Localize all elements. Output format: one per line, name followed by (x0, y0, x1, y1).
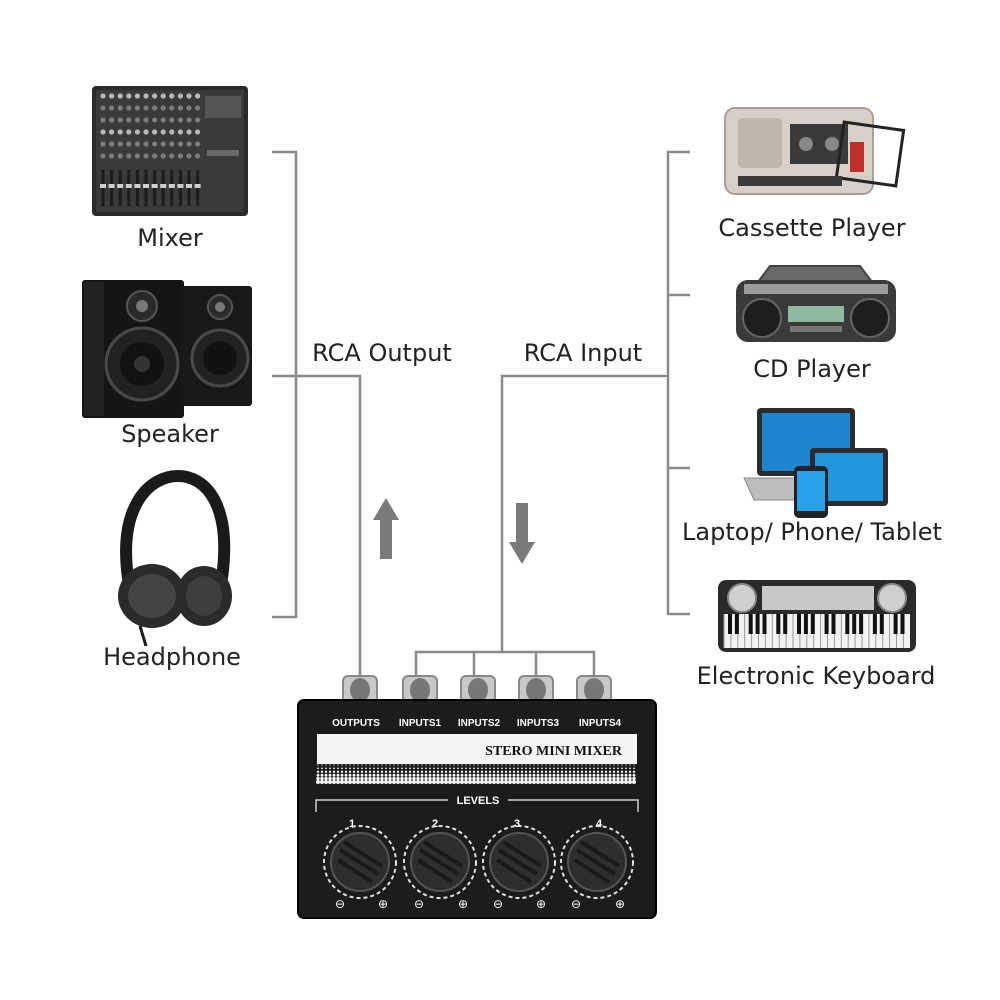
knob-number-4: 4 (596, 818, 603, 830)
port-label-inputs1: INPUTS1 (399, 718, 442, 729)
port-label-inputs4: INPUTS4 (579, 718, 622, 729)
port-label-outputs: OUTPUTS (332, 718, 380, 729)
input-connector-lines (414, 150, 690, 676)
minus-icon: ⊖ (414, 897, 424, 911)
rca-input-label: RCA Input (524, 339, 642, 367)
device-label-headphone: Headphone (103, 643, 241, 671)
speaker-icon (82, 280, 252, 418)
arrow-up-icon (373, 498, 399, 559)
rca-jack-input-2 (460, 675, 496, 705)
plus-icon: ⊕ (536, 897, 546, 911)
audio-mixer-icon (92, 86, 248, 216)
rca-jack-input-3 (518, 675, 554, 705)
port-label-inputs3: INPUTS3 (517, 718, 560, 729)
mixer-name-label: STERO MINI MIXER (485, 744, 623, 759)
knob-number-3: 3 (514, 818, 520, 830)
rca-output-label: RCA Output (312, 339, 452, 367)
level-knob-1[interactable] (323, 825, 397, 899)
laptop-phone-tablet-icon (743, 408, 888, 518)
minus-icon: ⊖ (335, 897, 345, 911)
device-label-speaker: Speaker (121, 420, 219, 448)
output-connector-lines (272, 150, 362, 676)
cd-player-icon (736, 265, 896, 342)
knob-number-2: 2 (432, 818, 438, 830)
plus-icon: ⊕ (378, 897, 388, 911)
device-label-electronic-keyboard: Electronic Keyboard (697, 662, 936, 690)
stereo-mini-mixer: OUTPUTS INPUTS1 INPUTS2 INPUTS3 INPUTS4 … (297, 675, 657, 919)
levels-label: LEVELS (457, 795, 500, 807)
electronic-keyboard-icon (718, 580, 916, 652)
device-label-mixer: Mixer (137, 224, 203, 252)
device-label-cd-player: CD Player (753, 355, 871, 383)
minus-icon: ⊖ (493, 897, 503, 911)
plus-icon: ⊕ (615, 897, 625, 911)
level-knob-4[interactable] (560, 825, 634, 899)
minus-icon: ⊖ (571, 897, 581, 911)
cassette-player-icon (724, 107, 906, 195)
level-knob-2[interactable] (403, 825, 477, 899)
device-label-laptop-phone-tablet: Laptop/ Phone/ Tablet (682, 518, 942, 546)
device-label-cassette-player: Cassette Player (718, 214, 905, 242)
plus-icon: ⊕ (458, 897, 468, 911)
knob-number-1: 1 (349, 818, 355, 830)
port-label-inputs2: INPUTS2 (458, 718, 501, 729)
level-knob-3[interactable] (482, 825, 556, 899)
arrow-down-icon (509, 503, 535, 564)
headphone-icon (118, 469, 232, 647)
